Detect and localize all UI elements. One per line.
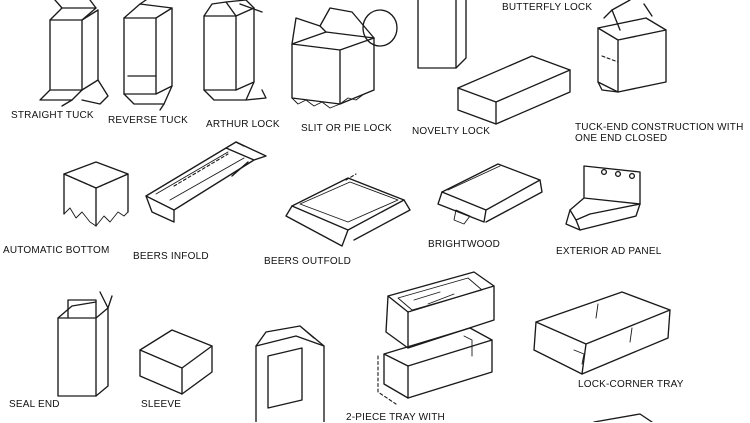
label-beers-infold: BEERS INFOLD (133, 251, 209, 262)
beers-outfold-tray (285, 173, 411, 247)
beers-infold-tray (145, 141, 267, 223)
automatic-bottom-box (63, 161, 129, 227)
label-sleeve: SLEEVE (141, 399, 182, 410)
novelty-lock-box (457, 55, 571, 125)
brightwood-tray (437, 163, 543, 225)
novelty-lock-tall-box (417, 0, 467, 69)
label-reverse-tuck: REVERSE TUCK (108, 115, 189, 126)
label-two-piece-tray: 2-PIECE TRAY WITH (346, 412, 445, 423)
partial-box-bottom-right (593, 413, 653, 422)
label-brightwood: BRIGHTWOOD (428, 239, 500, 250)
label-butterfly-lock: BUTTERFLY LOCK (502, 2, 593, 13)
label-tuck-end-line1: TUCK-END CONSTRUCTION WITH (575, 122, 744, 133)
reverse-tuck-box (123, 0, 173, 111)
label-arthur-lock: ARTHUR LOCK (206, 119, 280, 130)
exterior-ad-panel-box (565, 165, 641, 231)
label-tuck-end-line2: ONE END CLOSED (575, 133, 668, 144)
label-slit-or-pie-lock: SLIT OR PIE LOCK (301, 123, 392, 134)
lock-corner-tray (533, 291, 671, 375)
straight-tuck-box (39, 0, 109, 107)
label-automatic-bottom: AUTOMATIC BOTTOM (3, 245, 110, 256)
label-beers-outfold: BEERS OUTFOLD (264, 256, 352, 267)
slit-or-pie-lock-box (291, 7, 398, 109)
tuck-end-one-end-closed-box (597, 0, 667, 93)
label-exterior-ad-panel: EXTERIOR AD PANEL (556, 246, 662, 257)
window-box (255, 325, 325, 422)
label-novelty-lock: NOVELTY LOCK (412, 126, 491, 137)
arthur-lock-box (203, 0, 267, 101)
label-lock-corner-tray: LOCK-CORNER TRAY (578, 379, 684, 390)
label-seal-end: SEAL END (9, 399, 60, 410)
two-piece-tray (377, 271, 495, 405)
label-straight-tuck: STRAIGHT TUCK (11, 110, 94, 121)
seal-end-box (57, 291, 113, 397)
sleeve-box (139, 329, 213, 395)
